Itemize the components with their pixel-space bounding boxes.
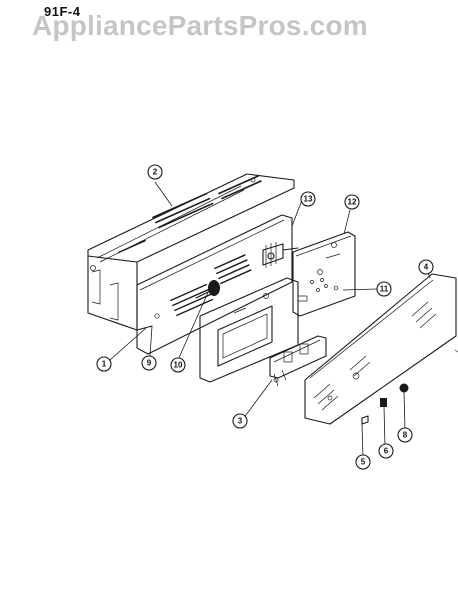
- mounting-bracket: [292, 231, 356, 317]
- svg-text:2: 2: [153, 168, 158, 177]
- watermark: AppliancePartsPros.com: [32, 10, 368, 41]
- callout-12: 10: [170, 357, 186, 373]
- small-buttons: [361, 383, 409, 425]
- svg-text:6: 6: [384, 447, 389, 456]
- svg-text:1: 1: [102, 360, 107, 369]
- svg-text:4: 4: [424, 263, 429, 272]
- svg-text:13: 13: [304, 195, 313, 204]
- svg-text:11: 11: [380, 285, 389, 294]
- page-code: 91F-4: [44, 4, 81, 19]
- svg-text:10: 10: [174, 361, 183, 370]
- leader-lines: [109, 181, 431, 459]
- callout-11: 12: [344, 194, 360, 210]
- callout-2: 2: [147, 164, 163, 180]
- callout-10: 11: [376, 281, 392, 297]
- callout-5: 5: [355, 454, 371, 470]
- selector-switch: [262, 242, 299, 268]
- glass-panel: [304, 273, 458, 425]
- callout-1: 1: [96, 356, 112, 372]
- callout-9: 9: [141, 355, 157, 371]
- svg-text:12: 12: [348, 198, 357, 207]
- svg-text:3: 3: [238, 417, 243, 426]
- svg-text:9: 9: [147, 359, 152, 368]
- svg-text:8: 8: [403, 431, 408, 440]
- callout-6: 6: [378, 443, 394, 459]
- callout-13: 13: [300, 191, 316, 207]
- callout-3: 3: [232, 413, 248, 429]
- knob-connector: [195, 280, 220, 299]
- callout-8: 8: [397, 427, 413, 443]
- back-panel: [136, 214, 293, 355]
- circuit-board: [269, 335, 327, 387]
- svg-text:5: 5: [361, 458, 366, 467]
- callout-4: 4: [418, 259, 434, 275]
- housing-box: [87, 173, 295, 331]
